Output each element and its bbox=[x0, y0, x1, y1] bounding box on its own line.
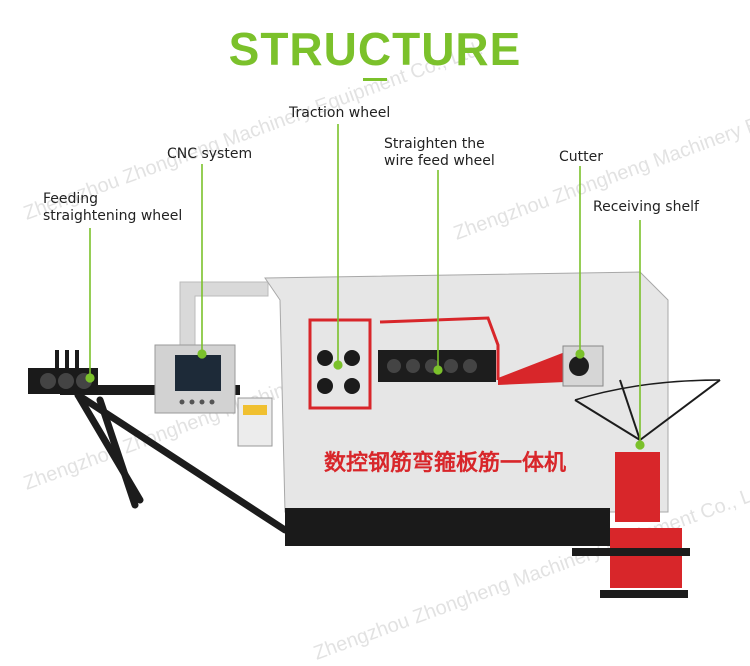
label-feeding-straightening-wheel: Feeding straightening wheel bbox=[43, 191, 183, 224]
title-underline bbox=[363, 78, 387, 81]
machine-illustration: 数控钢筋弯箍板筋一体机 bbox=[28, 124, 721, 598]
receiving-shelf bbox=[572, 379, 721, 598]
feeding-wheel-unit bbox=[28, 350, 98, 394]
feeder-frame bbox=[74, 391, 289, 534]
label-traction-wheel: Traction wheel bbox=[289, 105, 391, 121]
machine-text: 数控钢筋弯箍板筋一体机 bbox=[324, 450, 566, 476]
page-title: STRUCTURE bbox=[228, 23, 522, 75]
label-cutter: Cutter bbox=[559, 149, 603, 165]
main-body: 数控钢筋弯箍板筋一体机 bbox=[264, 271, 669, 546]
feeder-arm bbox=[60, 385, 240, 395]
label-receiving-shelf: Receiving shelf bbox=[593, 199, 699, 215]
label-cnc-system: CNC system bbox=[167, 146, 253, 162]
cnc-panel bbox=[154, 344, 236, 414]
callouts bbox=[85, 124, 645, 450]
label-straighten-wire-feed-wheel: Straighten the wire feed wheel bbox=[384, 136, 495, 169]
